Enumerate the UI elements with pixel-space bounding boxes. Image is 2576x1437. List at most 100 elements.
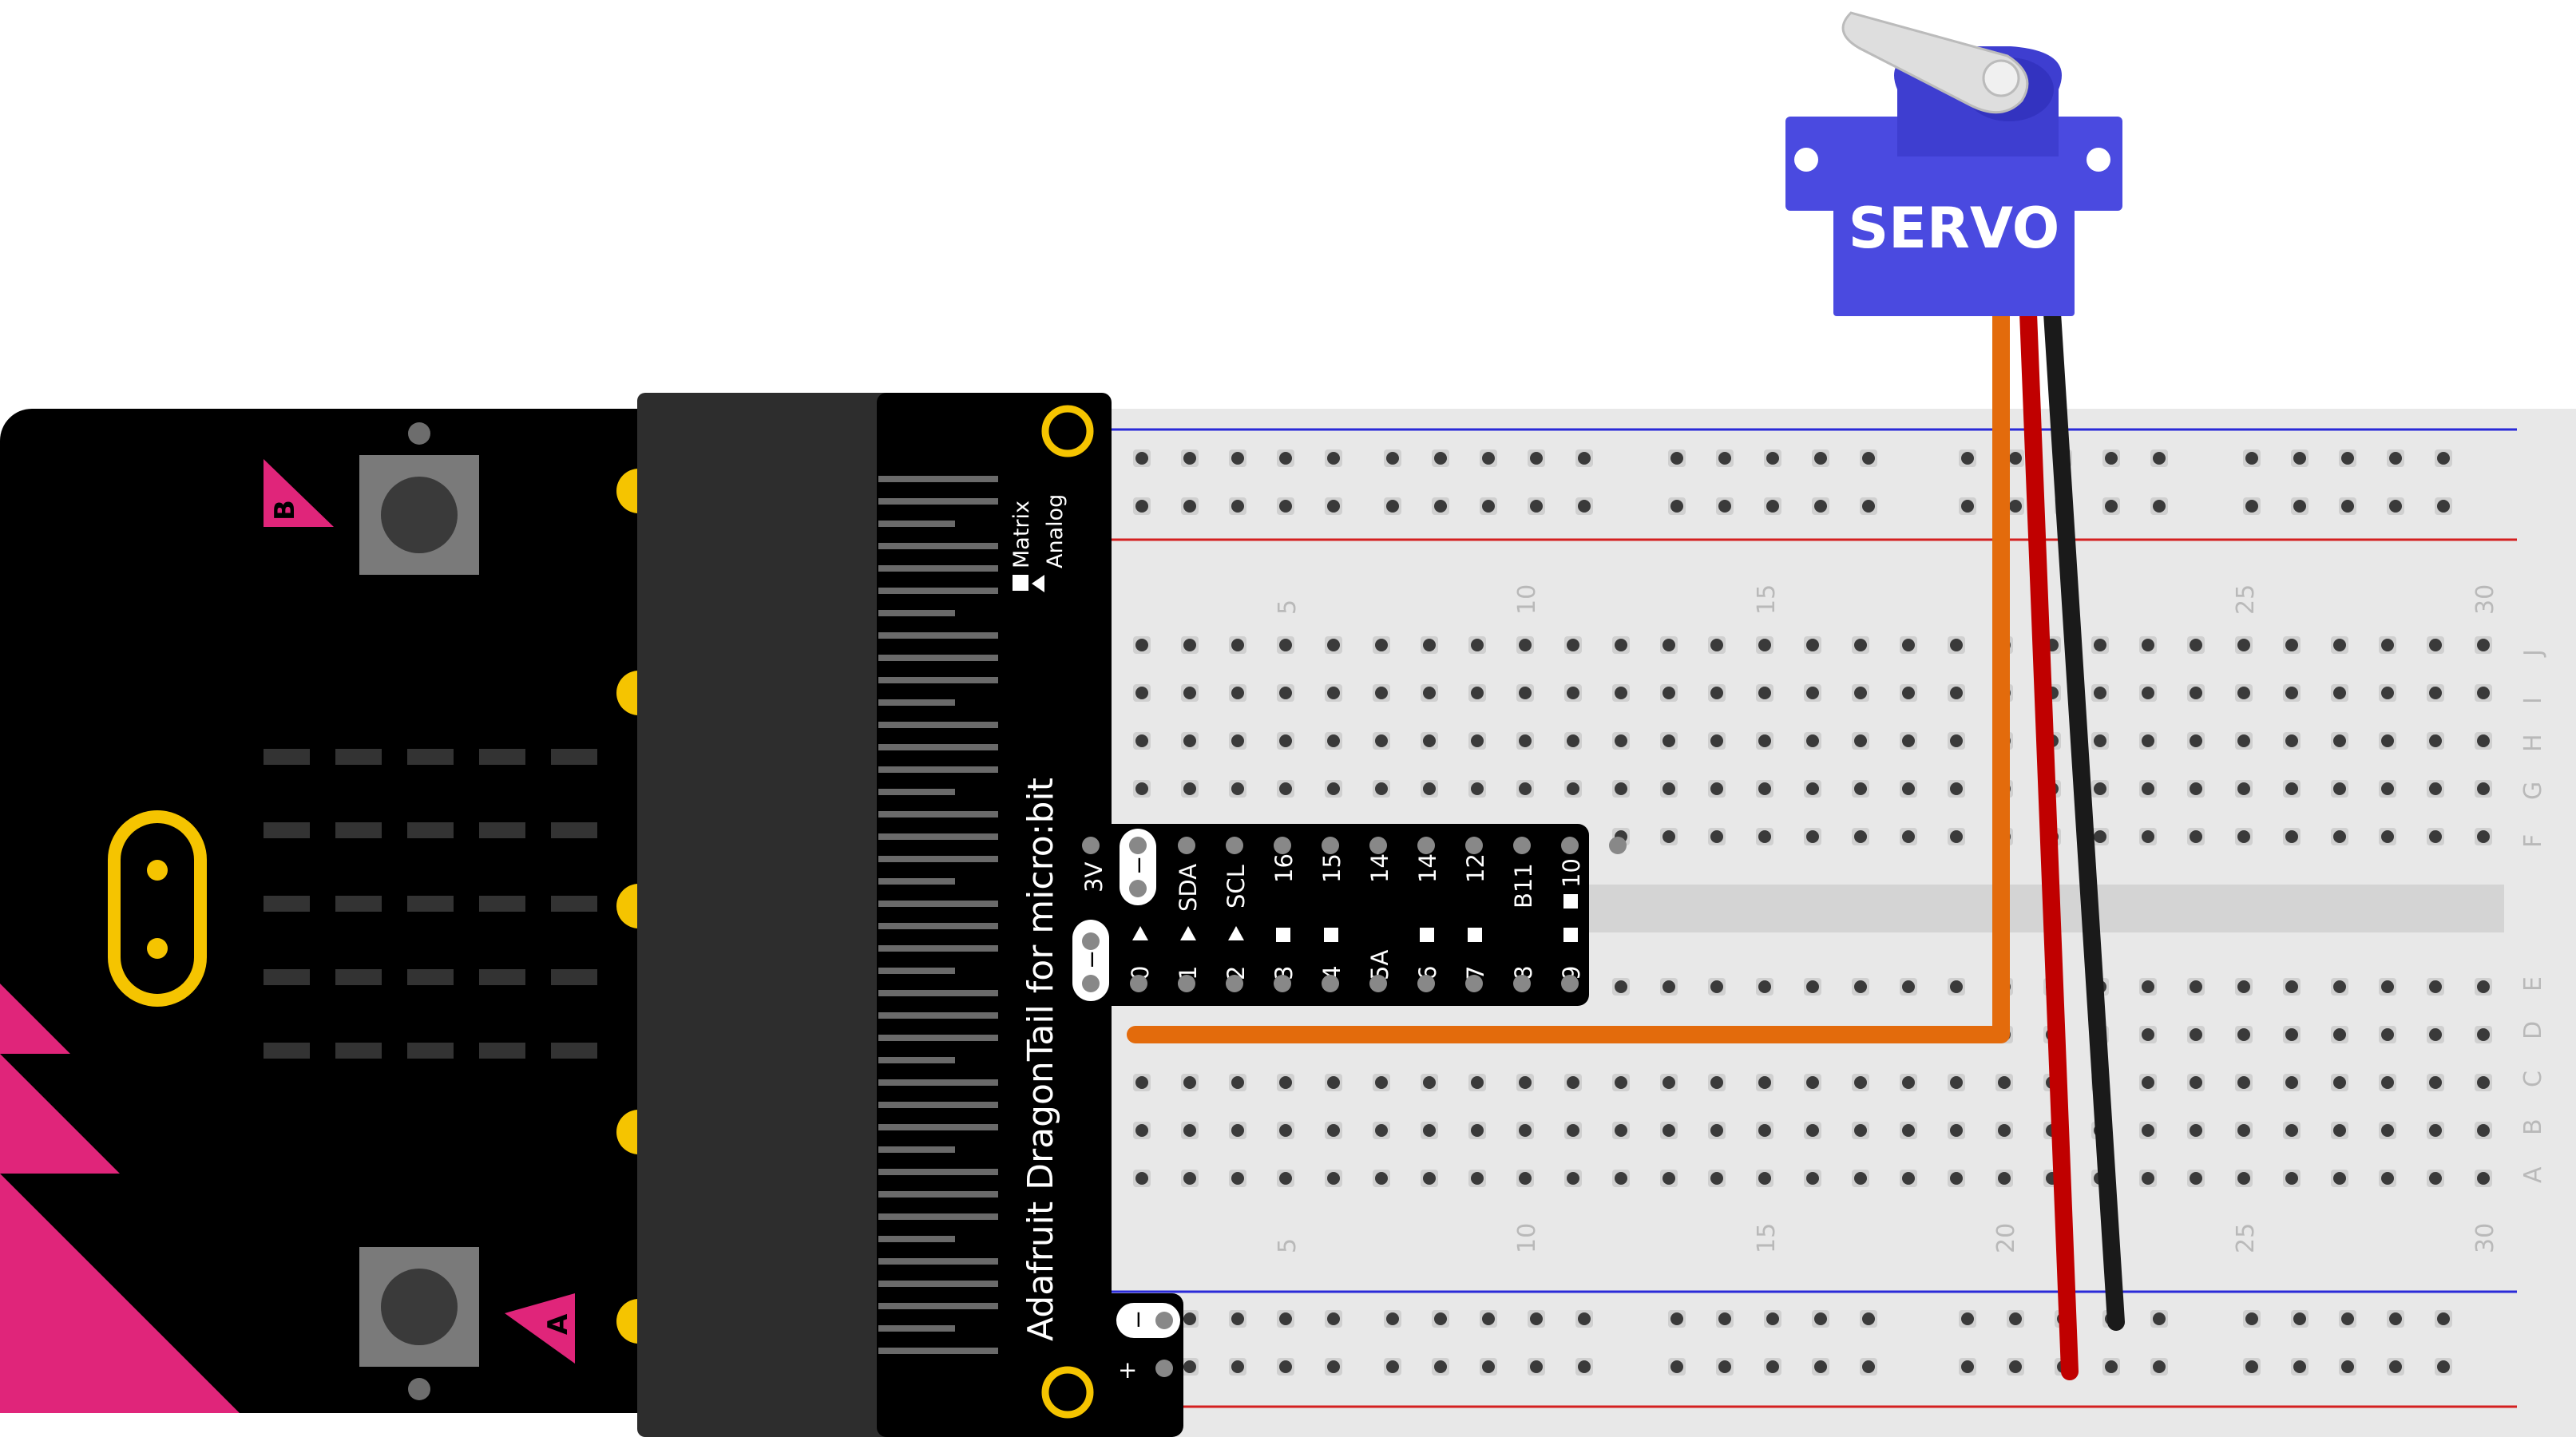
breadboard-hole[interactable]: [2237, 687, 2250, 699]
breadboard-hole[interactable]: [1567, 687, 1579, 699]
rail-hole[interactable]: [2245, 1360, 2258, 1373]
rail-hole[interactable]: [2153, 452, 2166, 465]
rail-hole[interactable]: [2437, 1360, 2450, 1373]
breadboard-hole[interactable]: [1519, 734, 1532, 747]
breadboard-hole[interactable]: [2142, 1028, 2154, 1041]
pin-hole-bottom[interactable]: [1274, 975, 1291, 992]
breadboard-hole[interactable]: [2237, 1076, 2250, 1089]
breadboard-hole[interactable]: [1231, 687, 1244, 699]
breadboard-hole[interactable]: [2142, 687, 2154, 699]
rail-hole[interactable]: [2293, 452, 2306, 465]
breadboard-hole[interactable]: [2190, 1124, 2202, 1137]
rail-hole[interactable]: [2389, 500, 2402, 513]
breadboard-hole[interactable]: [2142, 734, 2154, 747]
breadboard-hole[interactable]: [2477, 1124, 2490, 1137]
breadboard-hole[interactable]: [1423, 1124, 1436, 1137]
breadboard-hole[interactable]: [2381, 1172, 2394, 1185]
breadboard-hole[interactable]: [1758, 1124, 1771, 1137]
breadboard-hole[interactable]: [1950, 980, 1963, 993]
pin-hole-bottom[interactable]: [1369, 975, 1387, 992]
rail-hole[interactable]: [2009, 500, 2022, 513]
breadboard-hole[interactable]: [1519, 782, 1532, 795]
rail-hole[interactable]: [2245, 452, 2258, 465]
breadboard-hole[interactable]: [2237, 734, 2250, 747]
rail-hole[interactable]: [2437, 1312, 2450, 1325]
rail-hole[interactable]: [1183, 500, 1196, 513]
breadboard-hole[interactable]: [1950, 639, 1963, 651]
breadboard-hole[interactable]: [1902, 734, 1915, 747]
breadboard-hole[interactable]: [1519, 1124, 1532, 1137]
pin-hole-top[interactable]: [1561, 837, 1579, 854]
breadboard-hole[interactable]: [1902, 639, 1915, 651]
rail-hole[interactable]: [1578, 1360, 1591, 1373]
breadboard-hole[interactable]: [1758, 830, 1771, 843]
breadboard-hole[interactable]: [2094, 734, 2106, 747]
rail-hole[interactable]: [2341, 452, 2354, 465]
breadboard-hole[interactable]: [1183, 734, 1196, 747]
breadboard-hole[interactable]: [1279, 782, 1292, 795]
rail-hole[interactable]: [1183, 452, 1196, 465]
breadboard-hole[interactable]: [1567, 1172, 1579, 1185]
breadboard-hole[interactable]: [1615, 1172, 1627, 1185]
rail-hole[interactable]: [1183, 1360, 1196, 1373]
breadboard-hole[interactable]: [2285, 782, 2298, 795]
rail-hole[interactable]: [1327, 452, 1340, 465]
pin-hole-top[interactable]: [1322, 837, 1339, 854]
breadboard-hole[interactable]: [1710, 980, 1723, 993]
signal-wire[interactable]: [1127, 304, 2010, 1043]
breadboard-hole[interactable]: [2094, 782, 2106, 795]
breadboard-hole[interactable]: [1902, 782, 1915, 795]
breadboard-hole[interactable]: [1375, 782, 1388, 795]
breadboard-hole[interactable]: [2477, 1028, 2490, 1041]
pin-hole-top[interactable]: [1369, 837, 1387, 854]
rail-hole[interactable]: [2293, 1360, 2306, 1373]
breadboard-hole[interactable]: [1663, 782, 1675, 795]
breadboard-hole[interactable]: [1902, 1172, 1915, 1185]
breadboard-hole[interactable]: [1135, 782, 1148, 795]
button-b-cap[interactable]: [381, 477, 458, 553]
breadboard-hole[interactable]: [1710, 1076, 1723, 1089]
rail-hole[interactable]: [1961, 500, 1974, 513]
breadboard-hole[interactable]: [2477, 830, 2490, 843]
breadboard-hole[interactable]: [1758, 980, 1771, 993]
breadboard-hole[interactable]: [1710, 1172, 1723, 1185]
breadboard-hole[interactable]: [1183, 687, 1196, 699]
rail-hole[interactable]: [1814, 500, 1827, 513]
rail-hole[interactable]: [1135, 500, 1148, 513]
breadboard-hole[interactable]: [1231, 1124, 1244, 1137]
breadboard-hole[interactable]: [1231, 1172, 1244, 1185]
rail-hole[interactable]: [1961, 452, 1974, 465]
breadboard-hole[interactable]: [1327, 1076, 1340, 1089]
pin-hole-bottom[interactable]: [1178, 975, 1195, 992]
breadboard-hole[interactable]: [1615, 687, 1627, 699]
power-wire[interactable]: [2019, 304, 2079, 1380]
rail-hole[interactable]: [2105, 452, 2118, 465]
breadboard-hole[interactable]: [1758, 687, 1771, 699]
breadboard-hole[interactable]: [2381, 1028, 2394, 1041]
breadboard-hole[interactable]: [2333, 734, 2346, 747]
breadboard-hole[interactable]: [1471, 1124, 1484, 1137]
breadboard-hole[interactable]: [2190, 782, 2202, 795]
breadboard-hole[interactable]: [2285, 980, 2298, 993]
breadboard-hole[interactable]: [1854, 1076, 1867, 1089]
rail-hole[interactable]: [1327, 1312, 1340, 1325]
breadboard-hole[interactable]: [1854, 639, 1867, 651]
breadboard-hole[interactable]: [1950, 734, 1963, 747]
rail-hole[interactable]: [2389, 1360, 2402, 1373]
rail-hole[interactable]: [1135, 452, 1148, 465]
breadboard-hole[interactable]: [2190, 734, 2202, 747]
breadboard-hole[interactable]: [2190, 1172, 2202, 1185]
rail-hole[interactable]: [1670, 1312, 1683, 1325]
breadboard-hole[interactable]: [1567, 782, 1579, 795]
breadboard-hole[interactable]: [2477, 734, 2490, 747]
breadboard-hole[interactable]: [1710, 639, 1723, 651]
breadboard-hole[interactable]: [1710, 1124, 1723, 1137]
breadboard-hole[interactable]: [2381, 782, 2394, 795]
breadboard-hole[interactable]: [1423, 639, 1436, 651]
breadboard-hole[interactable]: [1710, 782, 1723, 795]
rail-hole[interactable]: [1814, 452, 1827, 465]
rail-hole[interactable]: [2153, 1312, 2166, 1325]
breadboard-hole[interactable]: [2333, 639, 2346, 651]
pin-hole-top[interactable]: [1178, 837, 1195, 854]
breadboard-hole[interactable]: [1902, 1124, 1915, 1137]
